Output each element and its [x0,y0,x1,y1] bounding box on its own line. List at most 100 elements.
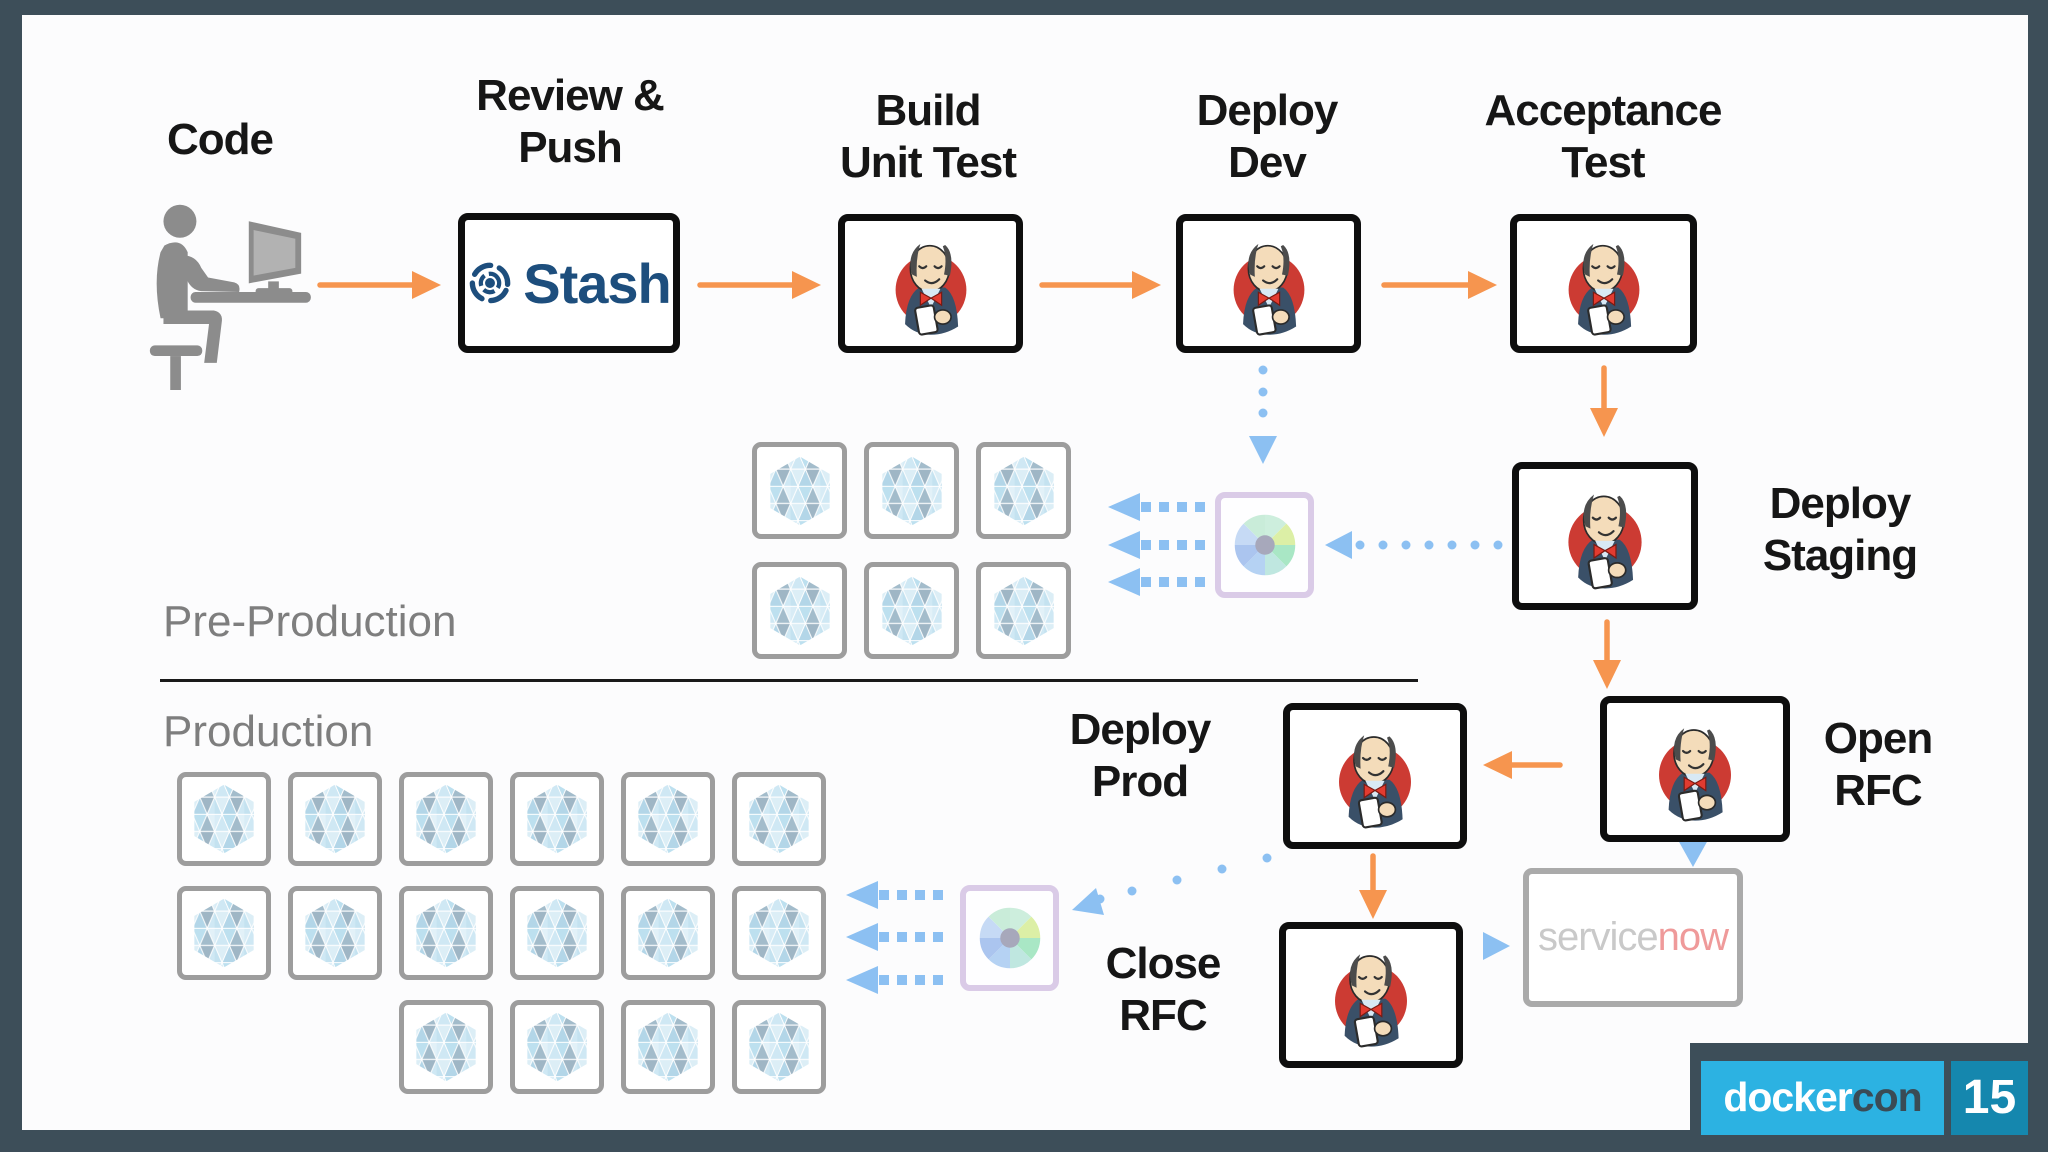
container-host-box [732,1000,826,1094]
label-line: Staging [1762,531,1918,580]
jenkins-icon [1635,709,1755,829]
hexagon-cluster-icon [740,894,818,972]
hexagon-cluster-icon [518,894,596,972]
label-line: Deploy [1196,86,1339,135]
container-host-box [752,562,847,659]
container-host-box [288,772,382,866]
node-jenkins-build [838,214,1023,353]
stash-icon [467,260,513,306]
hexagon-cluster-icon [407,1008,485,1086]
container-host-box [976,562,1071,659]
hexagon-cluster-icon [740,1008,818,1086]
release-disc-icon [1229,509,1301,581]
label-deploy-staging: Deploy Staging [1762,478,1918,582]
jenkins-icon [1311,935,1431,1055]
dockercon-word-light: docker [1723,1074,1852,1120]
label-pre-production: Pre-Production [163,597,457,646]
stash-logo-text: Stash [523,251,671,315]
node-jenkins-deploy-staging [1512,462,1698,610]
label-line: Close [1105,939,1222,988]
hexagon-cluster-icon [185,780,263,858]
node-stash: Stash [458,213,680,353]
hexagon-cluster-icon [740,780,818,858]
hexagon-cluster-icon [407,894,485,972]
hexagon-cluster-icon [185,894,263,972]
container-host-box [177,886,271,980]
release-disc-icon [974,902,1046,974]
pre-production-cluster-grid [752,442,1071,659]
node-jenkins-close-rfc [1279,922,1463,1068]
hexagon-cluster-icon [873,452,951,530]
hexagon-cluster-icon [296,894,374,972]
label-acceptance-test: Acceptance Test [1484,85,1722,189]
release-disc-preprod [1215,492,1314,598]
container-host-box [864,562,959,659]
environment-divider-line [160,679,1418,682]
container-host-box [864,442,959,539]
label-line: Unit Test [840,138,1017,187]
dockercon-year-badge: 15 [1951,1060,2028,1135]
label-line: Prod [1091,757,1189,806]
hexagon-cluster-icon [518,1008,596,1086]
jenkins-icon [872,225,990,343]
container-host-box [976,442,1071,539]
container-host-box [399,886,493,980]
servicenow-logo-gray: service [1537,915,1659,959]
hexagon-cluster-icon [873,572,951,650]
label-line: Open [1823,714,1933,763]
node-jenkins-deploy-dev [1176,214,1361,353]
label-open-rfc: Open RFC [1823,713,1933,817]
container-host-box [510,886,604,980]
container-host-box [399,772,493,866]
hexagon-cluster-icon [629,894,707,972]
label-close-rfc: Close RFC [1105,938,1222,1042]
container-host-box [621,772,715,866]
hexagon-cluster-icon [761,572,839,650]
container-host-box [288,886,382,980]
container-host-box [399,1000,493,1094]
node-jenkins-open-rfc [1600,696,1790,842]
hexagon-cluster-icon [518,780,596,858]
container-host-box [732,886,826,980]
node-jenkins-deploy-prod [1283,703,1467,849]
hexagon-cluster-icon [985,452,1063,530]
label-line: Push [518,123,623,172]
label-line: Dev [1228,138,1307,187]
hexagon-cluster-icon [407,780,485,858]
label-deploy-dev: Deploy Dev [1196,85,1339,189]
jenkins-icon [1315,716,1435,836]
production-cluster-grid [177,772,826,1094]
container-host-box [177,772,271,866]
label-line: Deploy [1069,705,1212,754]
jenkins-icon [1544,475,1666,597]
container-host-box [752,442,847,539]
container-host-box [732,772,826,866]
container-host-box [510,772,604,866]
label-build-unit-test: Build Unit Test [840,85,1017,189]
label-line: Test [1561,138,1645,187]
label-line: Acceptance [1484,86,1722,135]
jenkins-icon [1210,225,1328,343]
label-deploy-prod: Deploy Prod [1069,704,1212,808]
hexagon-cluster-icon [296,780,374,858]
label-review-push: Review & Push [476,70,665,174]
hexagon-cluster-icon [629,1008,707,1086]
label-line: Deploy [1769,479,1912,528]
jenkins-icon [1545,225,1663,343]
person-at-desk-icon [136,198,316,390]
dockercon-word-dark: con [1851,1074,1923,1120]
label-production: Production [163,707,374,756]
release-disc-prod [960,885,1059,991]
label-line: Build [875,86,982,135]
node-jenkins-acceptance [1510,214,1697,353]
label-code: Code [167,115,274,164]
hexagon-cluster-icon [629,780,707,858]
label-line: RFC [1834,766,1922,815]
label-line: RFC [1119,991,1207,1040]
container-host-box [621,1000,715,1094]
hexagon-cluster-icon [985,572,1063,650]
